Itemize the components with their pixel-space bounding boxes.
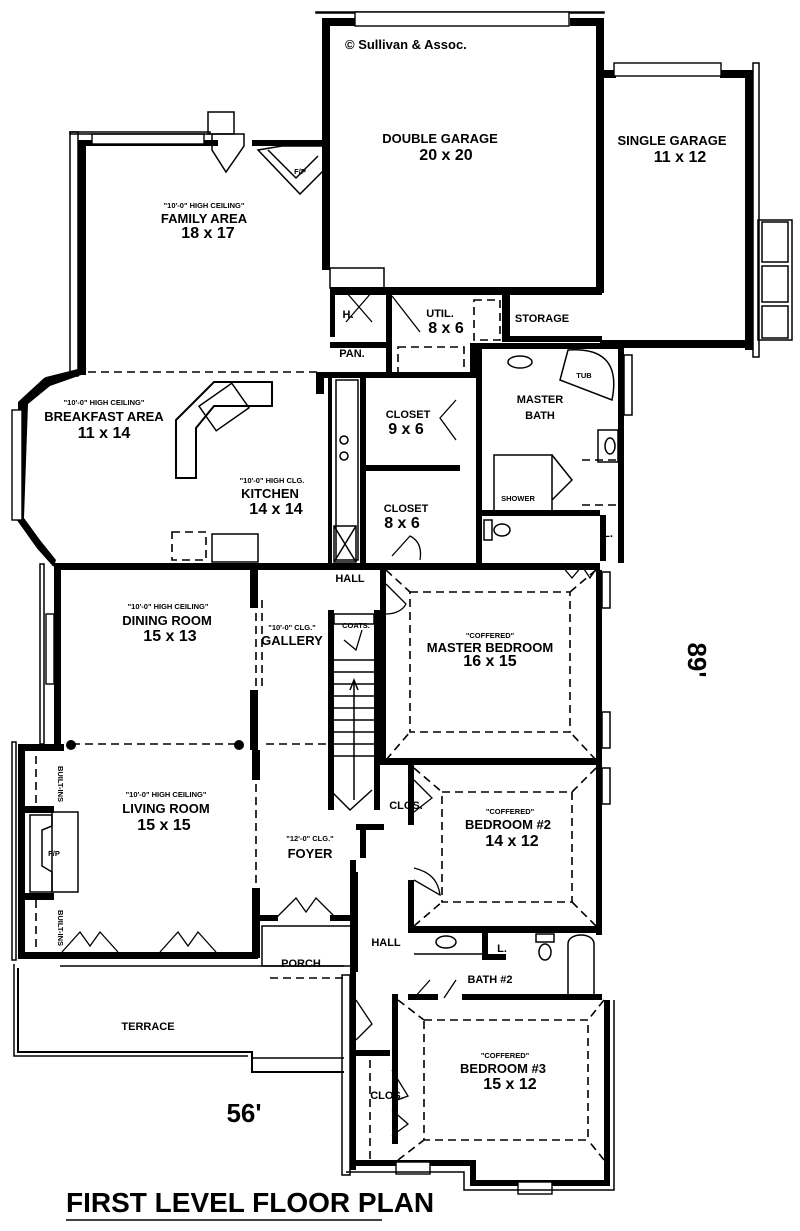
porch-label: PORCH [281, 958, 321, 970]
kitchen-breakfast-walls [11, 367, 359, 567]
copyright-notice: © Sullivan & Assoc. [345, 37, 467, 52]
master-bedroom-note: "COFFERED" [466, 631, 515, 640]
closet-2-name: CLOSET [384, 503, 429, 515]
living-fireplace-label: F/P [48, 849, 60, 858]
central-hall-walls [54, 563, 600, 812]
double-garage-size: 20 x 20 [419, 147, 472, 164]
closet-2-size: 8 x 6 [384, 515, 420, 532]
dining-room-note: "10'-0" HIGH CEILING" [128, 602, 209, 611]
bedroom-3-size: 15 x 12 [483, 1076, 536, 1093]
bedroom-2-name: BEDROOM #2 [465, 817, 551, 832]
builtins-top-label: BUILT-INS [56, 766, 65, 802]
kitchen-size: 14 x 14 [249, 501, 302, 518]
closet-1-name: CLOSET [386, 409, 431, 421]
terrace-label: TERRACE [121, 1021, 174, 1033]
dining-room-size: 15 x 13 [143, 628, 196, 645]
family-area-note: "10'-0" HIGH CEILING" [164, 201, 245, 210]
coats-closet-label: COATS. [342, 621, 370, 630]
closet-1-size: 9 x 6 [388, 421, 424, 438]
living-room-note: "10'-0" HIGH CEILING" [126, 790, 207, 799]
foyer-name: FOYER [288, 846, 333, 861]
bedroom-2-closet-label: CLOS. [389, 800, 423, 812]
master-bath-name-2: BATH [525, 410, 555, 422]
bedroom3-walls [341, 860, 615, 1195]
bath-2-linen-label: L. [497, 943, 507, 955]
family-area-walls [69, 111, 328, 377]
staircase [329, 659, 374, 812]
breakfast-area-note: "10'-0" HIGH CEILING" [64, 398, 145, 407]
master-suite-walls [360, 343, 633, 568]
shower-label: SHOWER [501, 494, 535, 503]
family-area-name: FAMILY AREA [161, 211, 248, 226]
plan-title: FIRST LEVEL FLOOR PLAN [66, 1187, 434, 1218]
lower-hall-label: HALL [371, 937, 401, 949]
half-bath-label: H. [343, 309, 354, 321]
bedroom-3-name: BEDROOM #3 [460, 1061, 546, 1076]
living-room-name: LIVING ROOM [122, 801, 209, 816]
kitchen-note: "10'-0" HIGH CLG. [240, 476, 305, 485]
family-fireplace-label: F/P [294, 167, 306, 176]
width-dimension: 56' [226, 1098, 261, 1128]
dining-room-name: DINING ROOM [122, 613, 212, 628]
storage-label: STORAGE [515, 313, 569, 325]
bedroom-2-size: 14 x 12 [485, 833, 538, 850]
bedroom-2-note: "COFFERED" [486, 807, 535, 816]
gallery-note: "10'-0" CLG." [268, 623, 316, 632]
bedroom-3-note: "COFFERED" [481, 1051, 530, 1060]
breakfast-area-name: BREAKFAST AREA [44, 409, 164, 424]
bath-2-label: BATH #2 [467, 974, 512, 986]
dining-living-walls [11, 563, 326, 961]
master-bedroom-size: 16 x 15 [463, 653, 516, 670]
master-linen-label: L. [603, 528, 613, 540]
living-room-size: 15 x 15 [137, 817, 190, 834]
depth-dimension: 89' [682, 642, 712, 677]
upper-hall-label: HALL [335, 573, 365, 585]
garage-walls [315, 11, 793, 358]
tub-label: TUB [576, 371, 592, 380]
family-area-size: 18 x 17 [181, 225, 234, 242]
pantry-label: PAN. [339, 348, 364, 360]
kitchen-name: KITCHEN [241, 486, 299, 501]
bedroom2-bath2-walls [408, 765, 611, 1000]
bedroom-3-closet-label: CLOS. [370, 1090, 404, 1102]
master-bath-name: MASTER [517, 394, 564, 406]
utility-name: UTIL. [426, 308, 454, 320]
single-garage-size: 11 x 12 [654, 149, 707, 166]
builtins-bottom-label: BUILT-INS [56, 910, 65, 946]
gallery-name: GALLERY [261, 633, 323, 648]
breakfast-area-size: 11 x 14 [78, 425, 131, 442]
utility-size: 8 x 6 [428, 320, 464, 337]
master-bedroom-name: MASTER BEDROOM [427, 640, 553, 655]
single-garage-name: SINGLE GARAGE [617, 133, 726, 148]
service-area-walls [320, 267, 501, 378]
foyer-note: "12'-0" CLG." [286, 834, 334, 843]
terrace-outline [13, 964, 344, 1073]
master-bedroom-walls [380, 564, 611, 765]
room-labels: © Sullivan & Assoc. DOUBLE GARAGE 20 x 2… [44, 37, 727, 1102]
double-garage-name: DOUBLE GARAGE [382, 131, 498, 146]
